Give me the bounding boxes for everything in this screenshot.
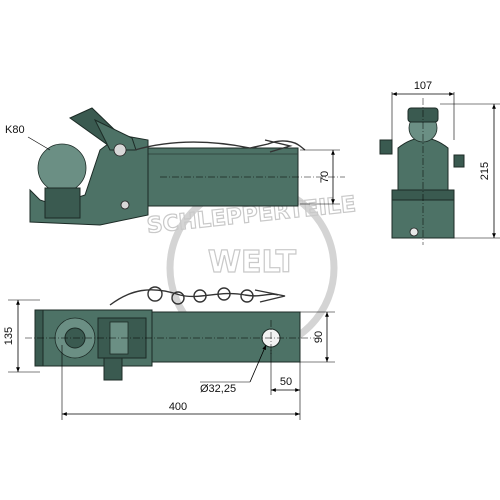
dim-front-height: 215: [440, 103, 500, 239]
overall-length-label: 400: [169, 401, 187, 413]
side-height-label: 70: [319, 171, 331, 183]
dim-hole-diameter: Ø32,25: [200, 344, 267, 395]
plan-width-label: 135: [3, 327, 15, 345]
dim-side-height: 70: [300, 149, 340, 205]
front-height-label: 215: [479, 162, 491, 180]
front-view: [379, 98, 465, 245]
side-view: [29, 107, 345, 226]
dim-top-width: 107: [391, 80, 455, 140]
hole-offset-label: 50: [280, 376, 292, 388]
dim-plan-width: 135: [3, 299, 40, 373]
hole-diameter-label: Ø32,25: [200, 383, 236, 395]
dim-overall-length: 400: [61, 345, 300, 420]
side-chain: [134, 140, 306, 151]
watermark-line2: WELT: [208, 245, 297, 280]
plan-view: [25, 286, 315, 381]
dim-hole-offset: 50: [270, 350, 301, 420]
top-width-label: 107: [414, 80, 432, 92]
shank-width-label: 90: [313, 331, 325, 343]
plan-chain: [109, 289, 279, 306]
ball-size-label: K80: [5, 124, 25, 136]
dim-shank-width: 90: [300, 311, 335, 363]
